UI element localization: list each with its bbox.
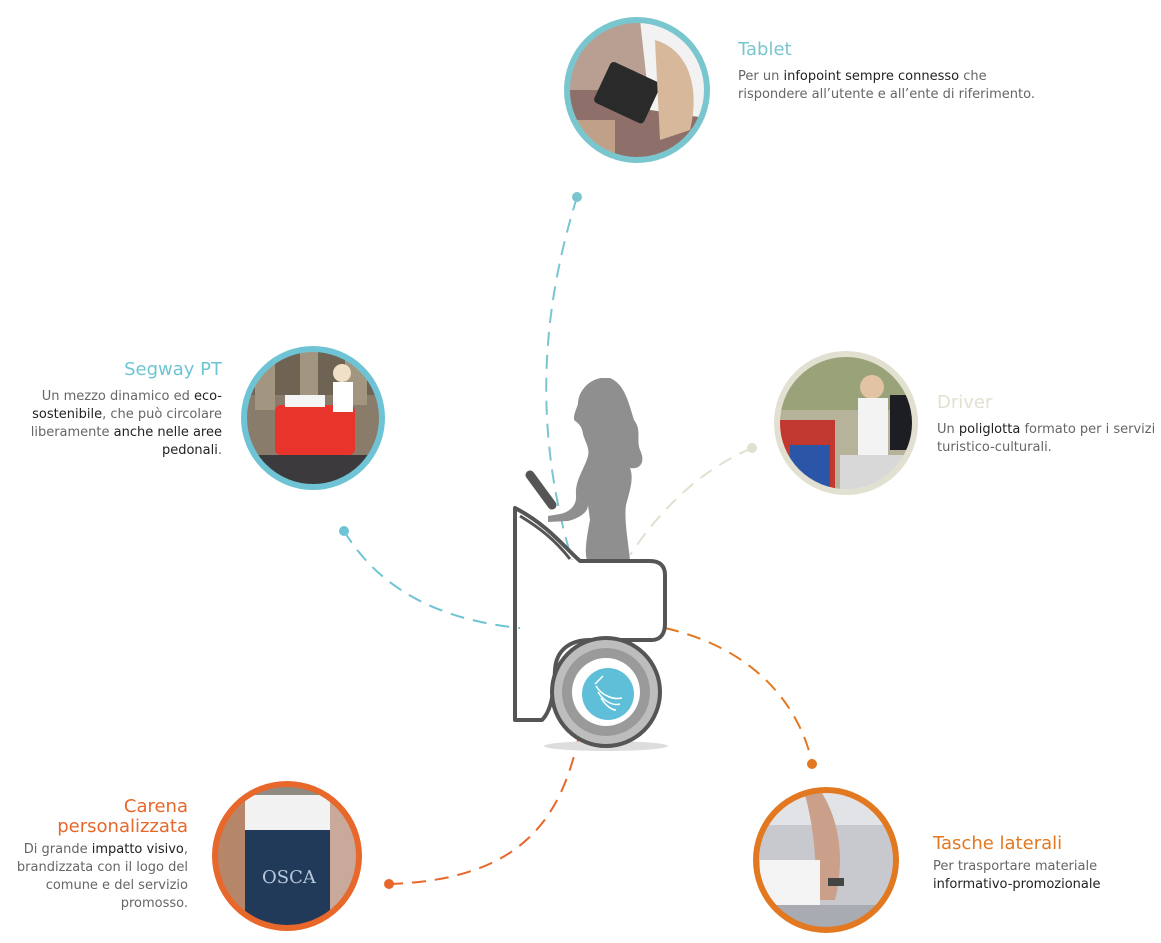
tablet-feature: Tablet Per un infopoint sempre connesso … (738, 40, 1058, 104)
segway-title: Segway PT (124, 359, 222, 380)
carena-title-line2: personalizzata (57, 816, 188, 837)
segway-description: Un mezzo dinamico ed eco-sostenibile, ch… (30, 389, 222, 458)
tasche-connector (664, 627, 813, 763)
tasche-title: Tasche laterali (933, 833, 1063, 854)
carena-photo: OSCA (212, 781, 362, 931)
tasche-description: Per trasportare materiale informativo-pr… (933, 859, 1101, 892)
tablet-photo (564, 17, 710, 163)
driver-photo (774, 351, 918, 495)
tablet-description: Per un infopoint sempre connesso che ris… (738, 69, 1035, 102)
driver-title: Driver (937, 392, 993, 413)
segway-connector-dot (339, 526, 349, 536)
carena-description: Di grande impatto visivo, brandizzata co… (16, 842, 188, 911)
driver-connector-dot (747, 443, 757, 453)
tasche-photo (753, 787, 899, 933)
carena-title-line1: Carena (123, 797, 188, 817)
segway-with-rider-illustration (513, 378, 668, 751)
segway-photo (241, 346, 385, 490)
carena-connector (388, 739, 579, 885)
tablet-title: Tablet (738, 39, 792, 60)
wing-logo-icon (594, 675, 623, 711)
driver-connector (629, 447, 753, 556)
tablet-connector-dot (572, 192, 582, 202)
driver-feature: Driver Un poliglotta formato per i servi… (937, 393, 1159, 457)
segway-feature: Segway PT Un mezzo dinamico ed eco-soste… (0, 360, 222, 460)
tablet-connector (545, 196, 578, 561)
carena-logo-text: OSCA (262, 867, 317, 888)
driver-description: Un poliglotta formato per i servizi turi… (937, 422, 1156, 455)
carena-connector-dot (384, 879, 394, 889)
tasche-feature: Tasche laterali Per trasportare material… (933, 834, 1153, 894)
segway-connector (343, 530, 521, 629)
tasche-connector-dot (807, 759, 817, 769)
